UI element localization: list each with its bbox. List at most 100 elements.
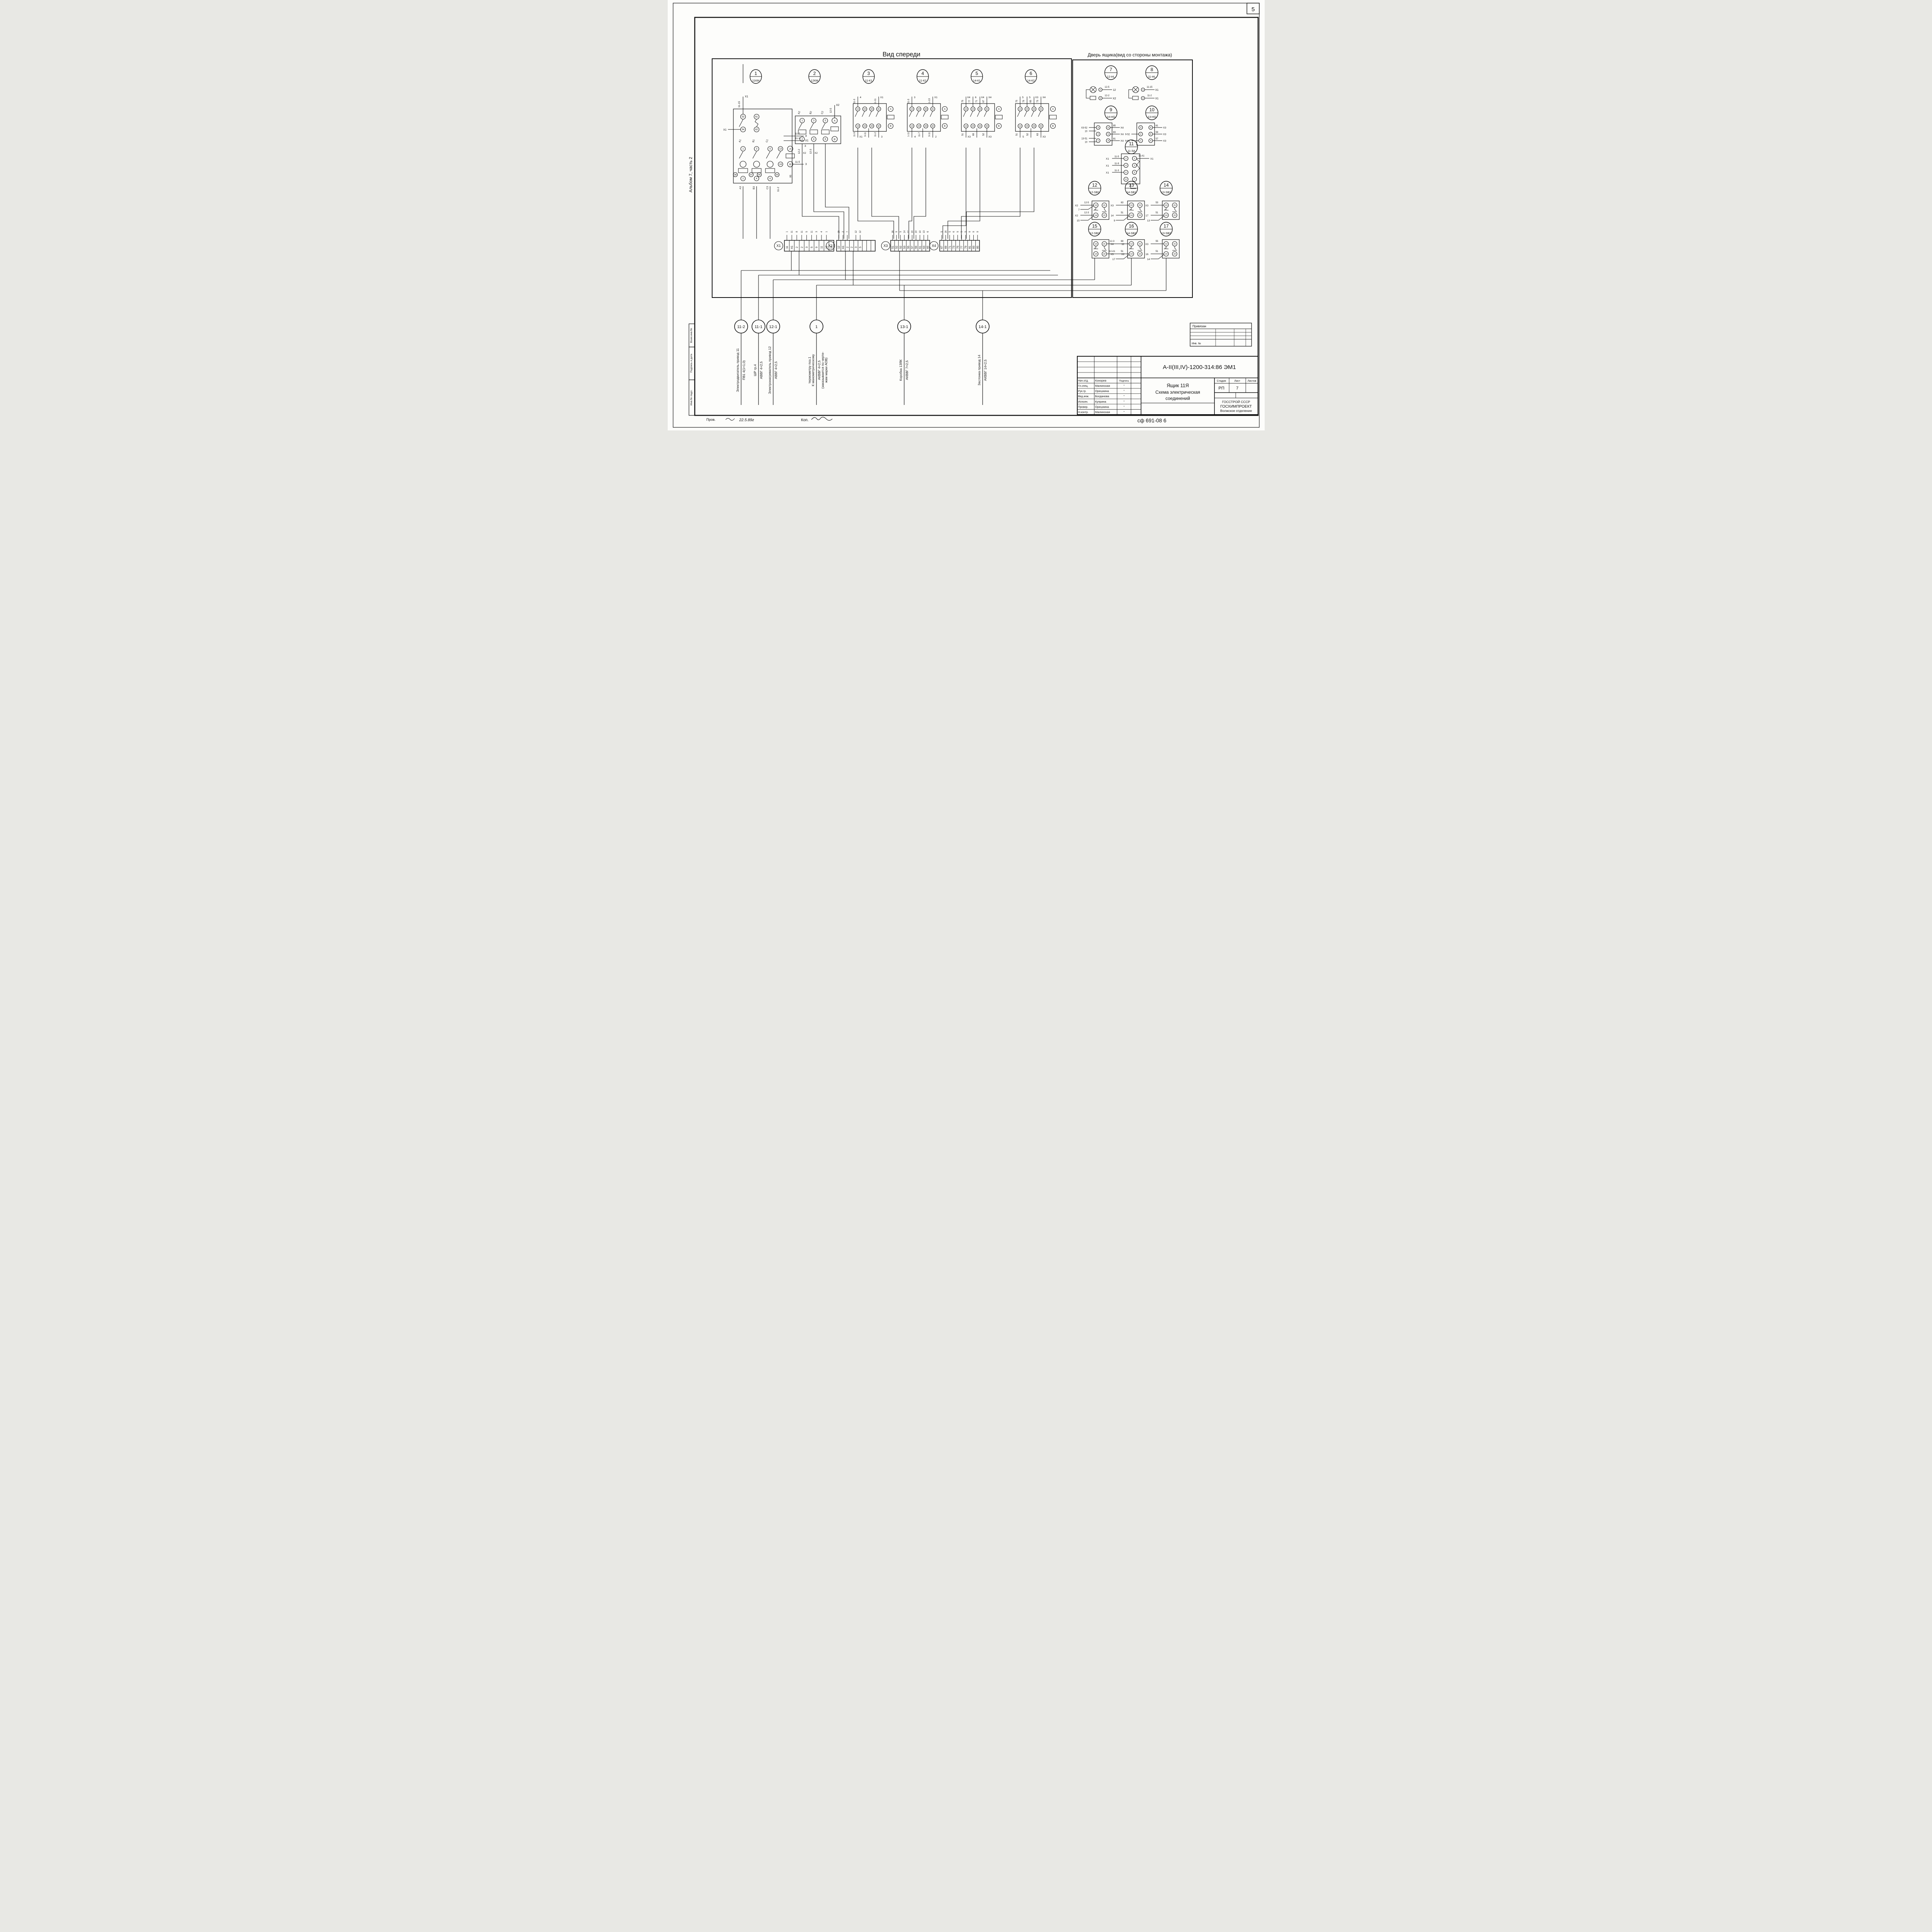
component-circle-11-К1: 311-К1 xyxy=(862,69,875,84)
svg-text:14: 14 xyxy=(1094,214,1097,217)
svg-text:1: 1 xyxy=(754,71,757,76)
svg-text:42: 42 xyxy=(985,125,988,128)
svg-text:12-SB1: 12-SB1 xyxy=(1090,190,1099,194)
svg-text:Н.контр.: Н.контр. xyxy=(1078,411,1088,414)
schematic-sheet: 5 Альбом 7, часть 2 Взам.инв.№ Подпись и… xyxy=(667,0,1265,430)
svg-text:77: 77 xyxy=(961,246,963,249)
svg-text:3: 3 xyxy=(756,148,757,150)
svg-text:53: 53 xyxy=(742,116,744,118)
svg-text:1: 1 xyxy=(801,120,803,122)
svg-text:4: 4 xyxy=(860,96,861,99)
inv-no-label: Инв. № xyxy=(1192,342,1201,345)
svg-text:13: 13 xyxy=(825,246,828,249)
svg-text:Малинская: Малинская xyxy=(1095,384,1110,388)
svg-text:34: 34 xyxy=(978,125,981,128)
svg-text:X3-52: X3-52 xyxy=(1081,127,1087,129)
svg-text:14: 14 xyxy=(1130,214,1132,217)
svg-text:4: 4 xyxy=(914,136,916,138)
svg-text:А1: А1 xyxy=(738,139,742,143)
svg-text:63: 63 xyxy=(1037,133,1039,136)
kop-label: Коп. xyxy=(801,418,809,422)
svg-text:14: 14 xyxy=(903,230,906,233)
svg-text:Богданова: Богданова xyxy=(1095,395,1109,398)
svg-text:″: ″ xyxy=(1123,406,1124,408)
corner-box xyxy=(1246,3,1260,14)
svg-text:11-9: 11-9 xyxy=(1114,163,1119,165)
svg-text:5: 5 xyxy=(961,231,963,233)
svg-text:34: 34 xyxy=(870,125,872,128)
title-block xyxy=(1077,356,1259,415)
svg-text:1: 1 xyxy=(1142,89,1143,91)
svg-text:14: 14 xyxy=(1165,253,1167,255)
svg-text:А1: А1 xyxy=(842,246,845,249)
svg-text:34: 34 xyxy=(924,125,927,128)
svg-text:13-51: 13-51 xyxy=(1081,138,1087,140)
svg-text:12-3: 12-3 xyxy=(1109,240,1114,243)
corner-number: 5 xyxy=(1251,6,1254,13)
svg-text:71: 71 xyxy=(976,100,978,102)
svg-text:5: 5 xyxy=(825,120,826,122)
svg-text:X1: X1 xyxy=(805,139,808,142)
svg-text:11: 11 xyxy=(801,230,803,233)
svg-text:23: 23 xyxy=(917,108,920,111)
svg-text:59: 59 xyxy=(1155,131,1158,134)
svg-text:13: 13 xyxy=(856,108,859,111)
svg-text:15: 15 xyxy=(830,246,833,249)
svg-text:12: 12 xyxy=(1092,182,1097,188)
svg-text:22: 22 xyxy=(1103,214,1105,217)
svg-text:83: 83 xyxy=(973,246,975,249)
svg-text:11-15: 11-15 xyxy=(738,101,741,108)
svg-text:41: 41 xyxy=(931,108,934,111)
stage-value: РП xyxy=(1218,386,1224,391)
svg-text:А: А xyxy=(789,148,791,150)
svg-text:В2: В2 xyxy=(809,111,813,114)
svg-text:13-1: 13-1 xyxy=(900,325,908,329)
svg-text:3: 3 xyxy=(881,136,883,138)
svg-text:57: 57 xyxy=(911,246,914,249)
svg-text:3-11: 3-11 xyxy=(929,132,931,137)
svg-text:X4: X4 xyxy=(1111,243,1114,246)
svg-text:69: 69 xyxy=(973,133,975,136)
svg-text:X3: X3 xyxy=(968,136,971,138)
svg-text:3: 3 xyxy=(1134,165,1135,167)
front-panel xyxy=(711,58,1072,298)
svg-text:81: 81 xyxy=(1113,138,1116,140)
svg-text:11: 11 xyxy=(820,246,823,248)
svg-text:22: 22 xyxy=(1138,253,1141,255)
svg-text:13-SB1: 13-SB1 xyxy=(1161,190,1171,194)
svg-text:12-А1: 12-А1 xyxy=(1109,250,1115,253)
svg-text:33: 33 xyxy=(1032,108,1035,111)
svg-text:9: 9 xyxy=(896,231,898,233)
svg-text:55: 55 xyxy=(1155,240,1158,243)
svg-text:11-HL: 11-HL xyxy=(1148,75,1156,78)
svg-text:95: 95 xyxy=(789,175,792,178)
svg-text:11-3: 11-3 xyxy=(854,99,856,104)
svg-text:14-К2: 14-К2 xyxy=(1027,79,1034,82)
svg-text:11-3: 11-3 xyxy=(795,137,800,140)
svg-text:14: 14 xyxy=(1165,214,1167,217)
svg-text:52: 52 xyxy=(899,246,902,249)
svg-text:69: 69 xyxy=(1121,240,1123,243)
svg-text:X3: X3 xyxy=(883,244,888,248)
svg-text:90: 90 xyxy=(776,174,778,176)
svg-text:Электронагреватель привод 12: Электронагреватель привод 12 xyxy=(768,346,772,394)
svg-text:81: 81 xyxy=(968,246,971,249)
svg-text:21: 21 xyxy=(1138,243,1141,245)
svg-text:13: 13 xyxy=(923,230,925,233)
svg-text:14: 14 xyxy=(1147,258,1150,261)
svg-text:12-5: 12-5 xyxy=(830,108,832,113)
svg-text:34: 34 xyxy=(1032,125,1035,128)
svg-text:11-К2: 11-К2 xyxy=(919,79,926,82)
svg-text:X1: X1 xyxy=(859,136,862,138)
front-view-title: Вид спереди xyxy=(883,51,920,58)
svg-text:83: 83 xyxy=(1113,131,1116,134)
org-line-1: ГОССТРОЙ СССР xyxy=(1222,400,1250,404)
